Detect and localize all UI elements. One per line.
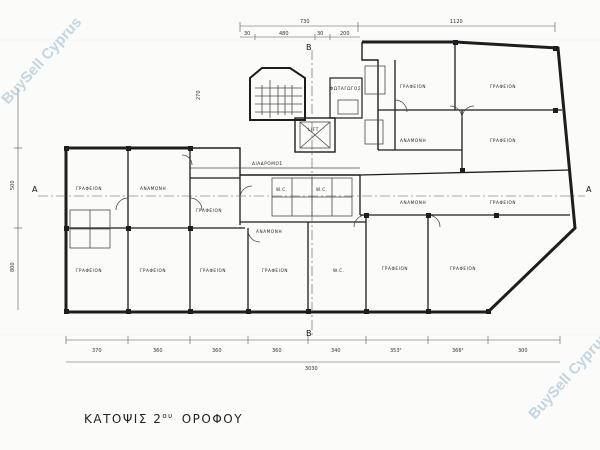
dim-bottom-7: 366² bbox=[452, 348, 464, 354]
dim-top-sub-4: 200 bbox=[340, 31, 350, 37]
room-office-3: ΓΡΑΦΕΙΟΝ bbox=[76, 268, 102, 273]
room-office-10: ΓΡΑΦΕΙΟΝ bbox=[490, 138, 516, 143]
room-office-6: ΓΡΑΦΕΙΟΝ bbox=[262, 268, 288, 273]
room-office-11: ΓΡΑΦΕΙΟΝ bbox=[400, 84, 426, 89]
room-labels: ΓΡΑΦΕΙΟΝ ΑΝΑΜΟΝΗ ΓΡΑΦΕΙΟΝ ΑΝΑΜΟΝΗ ΓΡΑΦΕΙ… bbox=[76, 84, 516, 273]
dim-bottom-6: 353² bbox=[390, 348, 402, 354]
title-superscript: ου bbox=[162, 412, 173, 420]
paper-guidelines bbox=[0, 39, 600, 336]
room-waiting-1: ΑΝΑΜΟΝΗ bbox=[140, 186, 166, 191]
section-b-bottom: B bbox=[306, 329, 312, 338]
room-office-8: ΓΡΑΦΕΙΟΝ bbox=[450, 266, 476, 271]
dim-top-sub-2: 480 bbox=[279, 31, 289, 37]
drawing-title: ΚΑΤΟΨΙΣ 2ου ΟΡΟΦΟΥ bbox=[84, 412, 243, 426]
shaft-label: ΦΩΤΑΓΩΓΟΣ bbox=[330, 86, 361, 91]
wc-label-1: W.C. bbox=[276, 187, 288, 192]
dim-top-sub-3: 30 bbox=[317, 31, 323, 37]
dim-bottom-1: 370 bbox=[92, 348, 102, 354]
left-dimension-line: 500 800 270 bbox=[10, 88, 202, 310]
columns bbox=[64, 40, 558, 314]
dim-top-2: 1120 bbox=[450, 19, 463, 25]
wc-blocks: W.C. W.C. W.C. bbox=[69, 65, 386, 273]
section-markers: A A B B bbox=[32, 43, 592, 338]
door-swings bbox=[115, 99, 475, 243]
dim-top-sub-1: 30 bbox=[244, 31, 250, 37]
dim-top-1: 730 bbox=[300, 19, 310, 25]
watermark-bottom-right: BuySell Cyprus bbox=[525, 329, 600, 423]
wc-label-2: W.C. bbox=[316, 187, 328, 192]
room-office-5: ΓΡΑΦΕΙΟΝ bbox=[200, 268, 226, 273]
title-main: ΚΑΤΟΨΙΣ 2 bbox=[84, 412, 162, 426]
dim-left-270: 270 bbox=[196, 90, 202, 100]
room-waiting-3: ΑΝΑΜΟΝΗ bbox=[400, 200, 426, 205]
dim-total: 3030 bbox=[305, 366, 318, 372]
dim-left-500: 500 bbox=[10, 180, 16, 190]
room-office-2: ΓΡΑΦΕΙΟΝ bbox=[196, 208, 222, 213]
corridor-label: ΔΙΑΔΡΟΜΟΣ bbox=[252, 161, 283, 166]
room-office-4: ΓΡΑΦΕΙΟΝ bbox=[140, 268, 166, 273]
wc-label-3: W.C. bbox=[333, 268, 345, 273]
corridor: ΔΙΑΔΡΟΜΟΣ bbox=[190, 161, 360, 169]
top-dimension-line: 730 1120 30 480 30 200 bbox=[239, 19, 556, 40]
room-office-12: ΓΡΑΦΕΙΟΝ bbox=[490, 84, 516, 89]
section-a-right: A bbox=[586, 185, 592, 194]
dim-bottom-4: 360 bbox=[272, 348, 282, 354]
room-office-7: ΓΡΑΦΕΙΟΝ bbox=[382, 266, 408, 271]
room-waiting-2: ΑΝΑΜΟΝΗ bbox=[256, 229, 282, 234]
dim-left-800: 800 bbox=[10, 262, 16, 272]
dim-bottom-8: 300 bbox=[518, 348, 528, 354]
section-b-top: B bbox=[306, 43, 312, 52]
bottom-dimension-line: 370 360 360 360 340 353² 366² 300 3030 bbox=[65, 336, 561, 372]
section-a-left: A bbox=[32, 185, 38, 194]
dim-bottom-5: 340 bbox=[331, 348, 341, 354]
dim-bottom-2: 360 bbox=[153, 348, 163, 354]
stair-tower bbox=[249, 67, 306, 121]
watermark-top-left: BuySell Cyprus bbox=[0, 14, 85, 108]
lift-label: LIFT bbox=[308, 127, 319, 132]
core-lift: LIFT ΦΩΤΑΓΩΓΟΣ bbox=[294, 77, 363, 153]
title-rest: ΟΡΟΦΟΥ bbox=[182, 412, 243, 426]
room-office-1: ΓΡΑΦΕΙΟΝ bbox=[76, 186, 102, 191]
dim-bottom-3: 360 bbox=[212, 348, 222, 354]
room-office-9: ΓΡΑΦΕΙΟΝ bbox=[490, 200, 516, 205]
room-waiting-4: ΑΝΑΜΟΝΗ bbox=[400, 138, 426, 143]
